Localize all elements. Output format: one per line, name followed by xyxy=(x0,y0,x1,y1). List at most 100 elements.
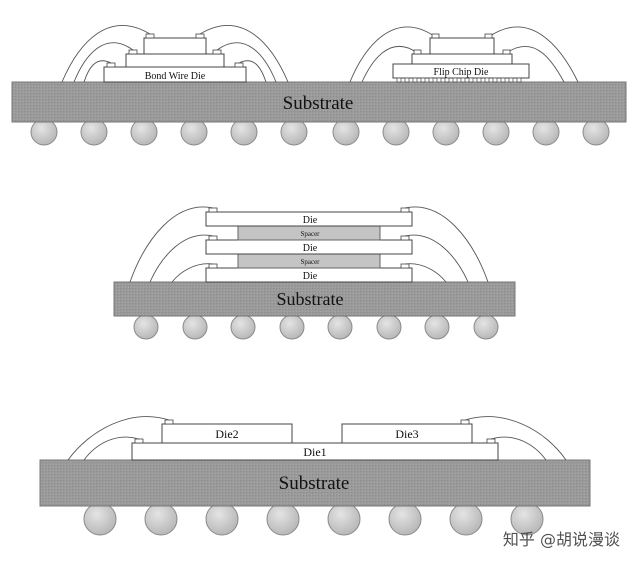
bond-pad xyxy=(502,49,511,55)
diagram-2-substrate xyxy=(113,281,516,317)
bond-wire xyxy=(149,234,214,283)
solder-ball xyxy=(180,118,208,146)
diagram-1-solder-balls xyxy=(30,118,610,146)
bump xyxy=(500,77,506,83)
die2 xyxy=(161,423,293,444)
bond-wire xyxy=(199,25,289,83)
solder-ball xyxy=(182,314,208,340)
solder-ball xyxy=(30,118,58,146)
bond-pad xyxy=(212,49,222,55)
solder-ball xyxy=(144,502,178,536)
diagram-3-solder-balls xyxy=(83,502,544,536)
diagram-1-flip-wires xyxy=(349,26,579,83)
bump xyxy=(468,77,474,83)
bond-pad xyxy=(128,49,138,55)
bond-wire-die-label: Bond Wire Die xyxy=(145,71,206,82)
bond-pad xyxy=(484,33,493,39)
bond-wire-mid-die xyxy=(125,53,225,68)
watermark: 知乎 @胡说漫谈 xyxy=(503,530,620,549)
stack-die-top xyxy=(205,211,413,227)
bond-pad xyxy=(208,207,218,213)
bond-wire xyxy=(361,46,417,83)
bump xyxy=(404,77,410,83)
bump xyxy=(396,77,402,83)
stack-spacer-upper-label: Spacer xyxy=(300,230,320,238)
solder-ball xyxy=(327,502,361,536)
solder-ball xyxy=(449,502,483,536)
bond-pad xyxy=(208,263,218,269)
bond-wire-upper-die xyxy=(143,37,207,55)
solder-ball xyxy=(582,118,610,146)
bond-wire xyxy=(83,60,112,83)
bond-pad xyxy=(234,62,244,68)
bond-wire xyxy=(216,42,277,83)
flip-chip-bumps xyxy=(396,77,522,83)
bond-wire xyxy=(73,42,134,83)
diagram-1-substrate xyxy=(11,81,627,123)
diagram-3-substrate xyxy=(39,459,591,507)
diagram-1-bond-wire-and-flip-chip: Substrate Bond Wire Die Flip Chip Die xyxy=(11,25,627,146)
bump xyxy=(412,77,418,83)
bump xyxy=(428,77,434,83)
diagram-2-bond-wires xyxy=(129,206,489,283)
bump xyxy=(516,77,522,83)
bond-wire xyxy=(404,206,489,283)
bond-wire xyxy=(238,60,267,83)
solder-ball xyxy=(432,118,460,146)
bond-pad xyxy=(134,438,144,444)
diagram-3-bond-wires xyxy=(67,416,567,461)
bump xyxy=(508,77,514,83)
solder-ball xyxy=(83,502,117,536)
flip-chip-mid-die xyxy=(411,53,513,65)
solder-ball xyxy=(80,118,108,146)
solder-ball xyxy=(327,314,353,340)
solder-ball xyxy=(266,502,300,536)
bond-wire xyxy=(349,26,435,83)
bond-wire xyxy=(464,416,567,461)
diagram-1-bond-wires xyxy=(61,25,289,83)
bond-wire xyxy=(490,436,547,461)
die3 xyxy=(341,423,473,444)
solder-ball xyxy=(230,314,256,340)
solder-ball xyxy=(382,118,410,146)
bump xyxy=(436,77,442,83)
bump xyxy=(452,77,458,83)
bond-wire xyxy=(129,206,214,283)
bump xyxy=(444,77,450,83)
bond-wire xyxy=(489,26,579,83)
diagram-2-solder-balls xyxy=(133,314,499,340)
bump xyxy=(420,77,426,83)
bond-wire xyxy=(61,25,151,83)
bond-pad xyxy=(208,235,218,241)
solder-ball xyxy=(280,118,308,146)
stack-die-middle-label: Die xyxy=(303,243,318,254)
bump xyxy=(476,77,482,83)
flip-chip-die-label: Flip Chip Die xyxy=(433,67,489,78)
die2-label: Die2 xyxy=(215,427,238,441)
bond-pad xyxy=(164,419,174,425)
solder-ball xyxy=(205,502,239,536)
stack-die-bottom-label: Die xyxy=(303,271,318,282)
bond-pad xyxy=(400,263,410,269)
flip-chip-top-die xyxy=(429,37,495,55)
die1 xyxy=(131,442,499,461)
bond-wire xyxy=(171,263,214,283)
diagram-2-stacked-die-with-spacers: Substrate Die Spacer Die Spacer Die xyxy=(113,206,516,340)
bump xyxy=(460,77,466,83)
bond-pad xyxy=(431,33,440,39)
diagram-2-substrate-label: Substrate xyxy=(277,289,344,309)
bond-pad xyxy=(195,33,205,39)
solder-ball xyxy=(332,118,360,146)
solder-ball xyxy=(532,118,560,146)
bump xyxy=(492,77,498,83)
solder-ball xyxy=(482,118,510,146)
bond-wire xyxy=(67,416,170,461)
bond-wire xyxy=(83,436,140,461)
stack-spacer-lower-label: Spacer xyxy=(300,258,320,266)
die3-label: Die3 xyxy=(395,427,418,441)
bond-pad xyxy=(486,438,496,444)
solder-ball xyxy=(376,314,402,340)
bond-pad xyxy=(413,49,422,55)
diagram-3-substrate-label: Substrate xyxy=(279,473,350,494)
